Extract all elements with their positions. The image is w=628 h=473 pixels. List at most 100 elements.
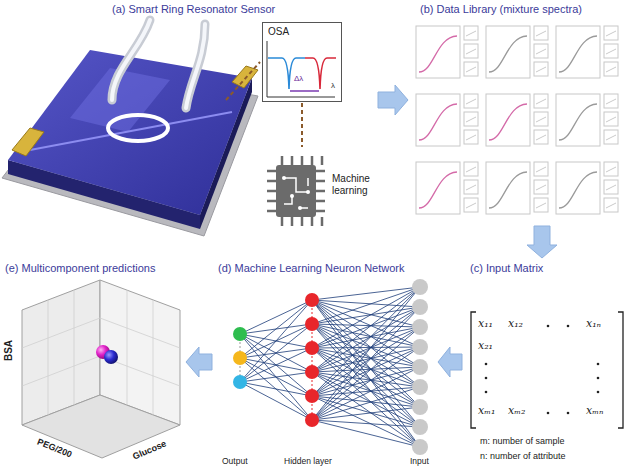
matrix-entry: x₂₁: [478, 340, 493, 352]
osa-box: OSA: [262, 22, 342, 102]
input-neuron: [412, 419, 428, 435]
spectrum-curve: [489, 36, 527, 72]
weight-line: [312, 324, 420, 367]
layer-label: Hidden layer: [284, 457, 332, 466]
tube: [186, 24, 205, 108]
hidden-neuron: [305, 341, 319, 355]
thumbnail: [604, 180, 618, 194]
thumbnail: [534, 130, 548, 144]
grid-lines: [22, 290, 180, 415]
data-point: [104, 350, 118, 364]
thumbnail: [464, 26, 478, 40]
thumbnail-curve: [606, 167, 616, 172]
dot: [485, 363, 488, 366]
matrix-entry: xₘₙ: [586, 405, 603, 417]
axis-title: BSA: [3, 340, 14, 361]
matrix-entry: x₁ₙ: [586, 318, 601, 330]
dot: [597, 377, 600, 380]
thumbnail-curve: [606, 135, 616, 140]
output-neuron: [233, 327, 247, 341]
weight-line: [312, 287, 420, 348]
spectrum-curve: [559, 36, 597, 72]
thumbnail-curve: [606, 203, 616, 208]
thumbnail: [604, 112, 618, 126]
thumbnail: [534, 94, 548, 108]
thumbnail-curve: [536, 185, 546, 190]
electrode: [12, 128, 44, 156]
axis: [267, 41, 268, 97]
spectrum-curve: [489, 104, 527, 140]
thumbnail-curve: [536, 135, 546, 140]
thumbnail: [464, 44, 478, 58]
thumbnail-curve: [536, 203, 546, 208]
dot: [485, 391, 488, 394]
thumbnail-curve: [466, 49, 476, 54]
weight-line: [312, 324, 420, 327]
thumbnail: [604, 62, 618, 76]
matrix-entry: x₁₁: [478, 318, 493, 330]
weight-line: [312, 372, 420, 427]
flow-arrow: [438, 347, 462, 377]
hidden-neuron: [305, 293, 319, 307]
spectra-library: [416, 26, 618, 214]
thumbnail-curve: [536, 167, 546, 172]
bus-waveguide: [30, 112, 232, 150]
spectrum-curve: [559, 104, 597, 140]
thumbnail-curve: [606, 185, 616, 190]
weight-line: [312, 420, 420, 427]
thumbnail: [534, 44, 548, 58]
weight-line: [312, 347, 420, 348]
weight-line: [312, 396, 420, 447]
dashed-link: [302, 103, 303, 147]
thumbnail: [464, 198, 478, 212]
tube-inner: [112, 20, 150, 100]
spectrum-plot: [486, 94, 530, 146]
output-neuron: [233, 375, 247, 389]
input-neuron: [412, 399, 428, 415]
matrix-entry: xₘ₁: [478, 405, 495, 417]
thumbnail: [534, 112, 548, 126]
dot: [597, 363, 600, 366]
shift-bar: [290, 90, 319, 92]
weight-line: [312, 300, 420, 307]
weight-line: [240, 334, 312, 372]
thumbnail-curve: [606, 67, 616, 72]
weight-line: [240, 334, 312, 396]
thumbnail: [604, 162, 618, 176]
flow-arrow: [186, 347, 212, 377]
matrix-bracket: [471, 312, 476, 428]
plot-3d: [22, 280, 180, 458]
thumbnail-curve: [536, 117, 546, 122]
weight-line: [312, 348, 420, 447]
weight-line: [312, 300, 420, 407]
weight-line: [312, 420, 420, 447]
thumbnail: [534, 26, 548, 40]
dot: [567, 325, 570, 328]
input-neuron: [412, 439, 428, 455]
flow-arrow: [527, 226, 557, 258]
spectrum-plot: [486, 162, 530, 214]
input-neuron: [412, 279, 428, 295]
matrix-entry: xₘ₂: [508, 405, 525, 417]
spectrum-curve: [559, 172, 597, 208]
hidden-neuron: [305, 413, 319, 427]
weight-line: [240, 324, 312, 382]
electrode: [232, 66, 258, 88]
weight-line: [312, 407, 420, 420]
weight-line: [240, 300, 312, 382]
weight-line: [312, 287, 420, 300]
weight-line: [312, 324, 420, 447]
weight-line: [312, 324, 420, 407]
thumbnail: [604, 94, 618, 108]
thumbnail: [464, 94, 478, 108]
thumbnail-curve: [536, 31, 546, 36]
weight-line: [312, 348, 420, 367]
thumbnail: [464, 180, 478, 194]
thumbnail-curve: [466, 135, 476, 140]
chip-label: Machine learning: [332, 173, 376, 197]
weight-line: [240, 334, 312, 420]
dot: [547, 325, 550, 328]
thumbnail-curve: [466, 67, 476, 72]
dot: [597, 391, 600, 394]
thumbnail-curve: [536, 99, 546, 104]
